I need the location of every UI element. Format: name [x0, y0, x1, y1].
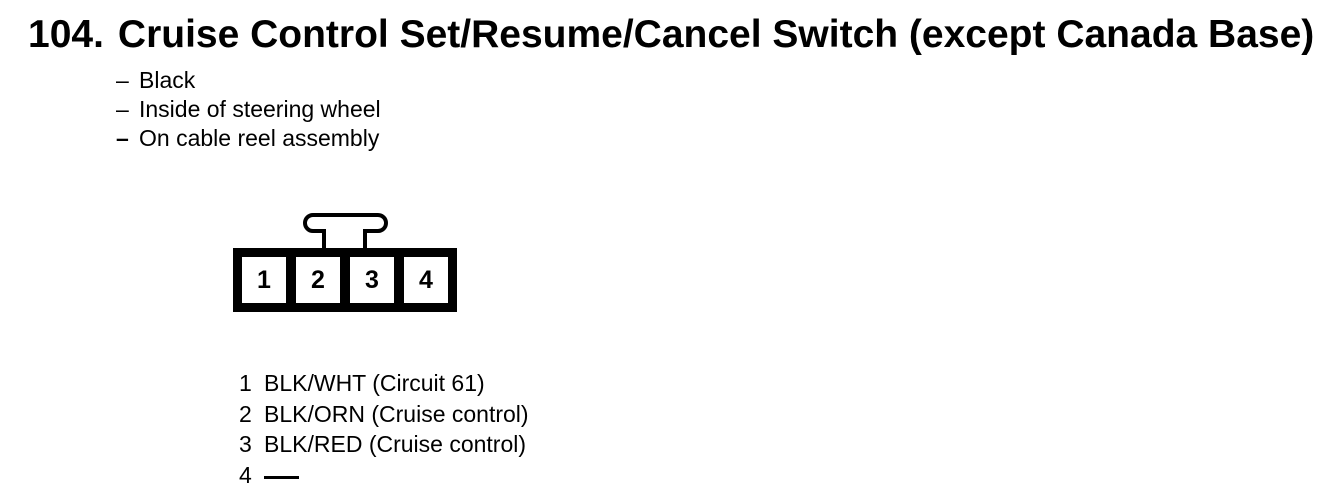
dash-bullet: –: [116, 96, 129, 122]
connector-cavity-4: 4: [404, 257, 448, 303]
dash-bullet: –: [116, 125, 129, 151]
location-notes: – Black – Inside of steering wheel – On …: [116, 66, 381, 153]
pinout-list: 1 BLK/WHT (Circuit 61) 2 BLK/ORN (Cruise…: [239, 368, 529, 490]
section-title: Cruise Control Set/Resume/Cancel Switch …: [117, 13, 1315, 56]
connector-cavity-2: 2: [296, 257, 340, 303]
location-note: – Inside of steering wheel: [116, 95, 381, 124]
connector-cavity-3: 3: [350, 257, 394, 303]
connector-body: 1 2 3 4: [233, 248, 457, 312]
no-connection-dash: [264, 475, 299, 479]
section-number: 104.: [28, 13, 104, 56]
pin-wire-label: BLK/WHT (Circuit 61): [264, 370, 485, 396]
pinout-row: 3 BLK/RED (Cruise control): [239, 429, 529, 460]
note-text: Black: [139, 67, 196, 93]
pin-number: 4: [239, 461, 252, 488]
pin-wire-label: BLK/ORN (Cruise control): [264, 400, 529, 427]
pin-number: 1: [239, 370, 252, 396]
pinout-row: 1 BLK/WHT (Circuit 61): [239, 368, 529, 399]
location-note: – On cable reel assembly: [116, 124, 381, 153]
pinout-row: 2 BLK/ORN (Cruise control): [239, 399, 529, 430]
location-note: – Black: [116, 66, 381, 95]
note-text: Inside of steering wheel: [139, 96, 381, 122]
pin-number: 3: [239, 431, 252, 457]
pin-number: 2: [239, 400, 252, 427]
pinout-row: 4: [239, 460, 529, 491]
section-title-row: 104. Cruise Control Set/Resume/Cancel Sw…: [28, 15, 1314, 54]
dash-bullet: –: [116, 67, 129, 93]
note-text: On cable reel assembly: [139, 125, 380, 151]
connector-latch-tab-icon: [303, 213, 388, 251]
pin-wire-label: BLK/RED (Cruise control): [264, 431, 527, 457]
connector-cavity-1: 1: [242, 257, 286, 303]
